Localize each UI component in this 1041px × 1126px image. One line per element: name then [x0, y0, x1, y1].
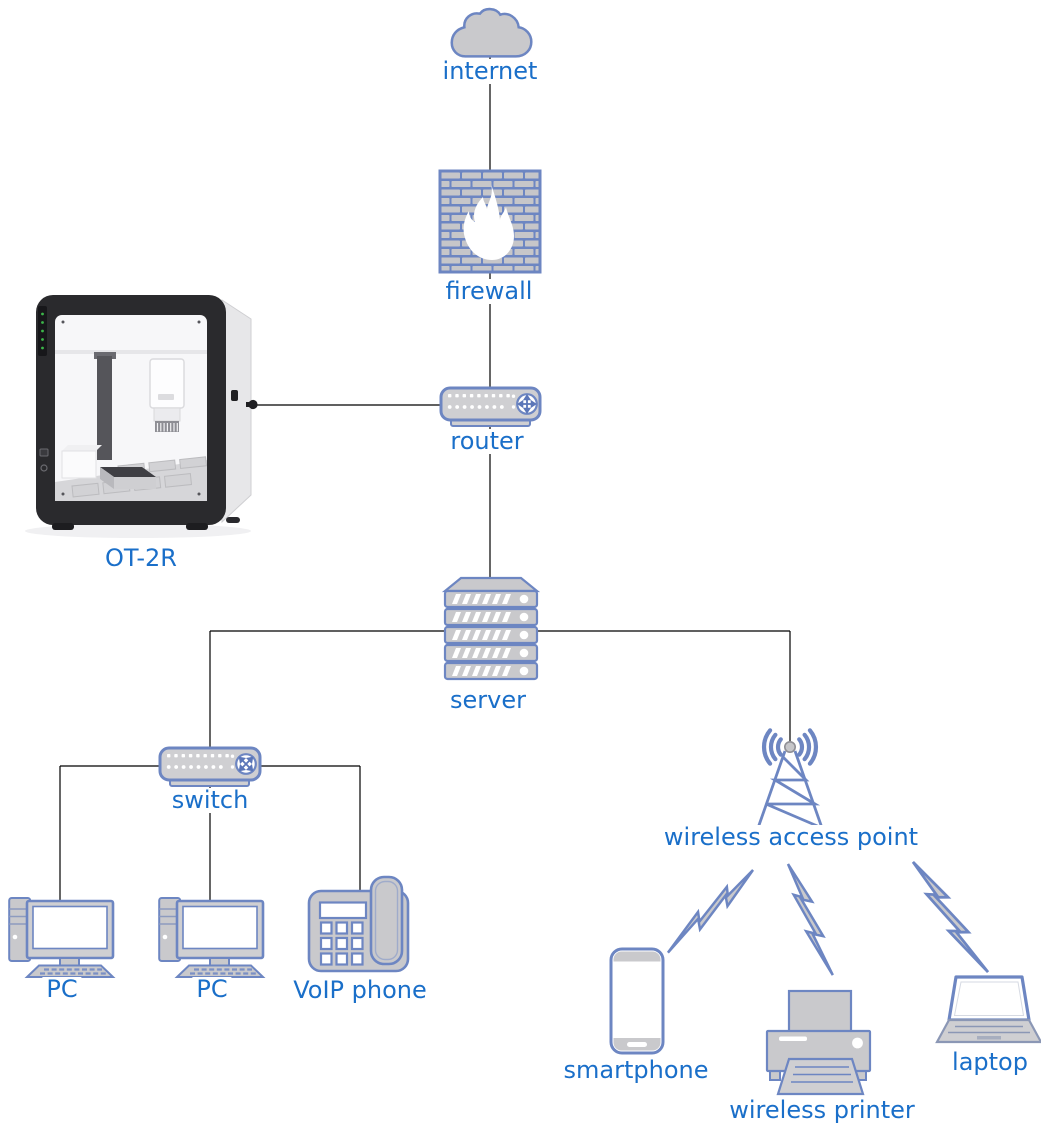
switch-icon [158, 746, 262, 787]
phone-display [318, 901, 368, 920]
internet-cloud-icon [450, 7, 533, 58]
radio-waves-icon [762, 728, 818, 766]
paper-feed [787, 989, 853, 1035]
smartphone-icon [609, 947, 665, 1055]
lightning-bolt-icon [650, 868, 771, 954]
wireless-access-point-icon [756, 728, 824, 830]
label-laptop: laptop [948, 1049, 1032, 1076]
label-router: router [446, 428, 528, 455]
pipette-icon [149, 358, 185, 432]
label-wap: wireless access point [659, 824, 923, 851]
label-firewall: firewall [441, 278, 537, 305]
label-server: server [446, 687, 530, 714]
lightning-bolt-icon [786, 859, 835, 980]
server-icon [441, 576, 541, 681]
lightning-bolt-icon [911, 849, 990, 986]
laptop-icon [935, 975, 1041, 1044]
router-icon [439, 386, 542, 427]
ethernet-port-icon [39, 448, 49, 457]
keypad [319, 921, 364, 966]
pc-icon [7, 896, 115, 979]
handset-icon [369, 875, 404, 966]
gantry-rail [94, 352, 116, 359]
gantry-column [97, 356, 112, 460]
label-printer: wireless printer [725, 1097, 919, 1124]
label-voip: VoIP phone [289, 977, 431, 1004]
pc-icon [157, 896, 265, 979]
label-smartphone: smartphone [559, 1057, 713, 1084]
laptop-base [935, 1018, 1041, 1044]
cable-connector [248, 399, 258, 410]
antenna-tower [756, 750, 824, 830]
label-internet: internet [438, 58, 542, 85]
home-button-icon [627, 1042, 647, 1047]
switch-arrows-icon [238, 756, 254, 772]
voip-phone-icon [307, 875, 410, 973]
router-arrows-icon [517, 394, 537, 414]
wireless-printer-icon [765, 989, 872, 1096]
label-pc2: PC [192, 976, 232, 1003]
flame-icon [463, 184, 514, 260]
label-switch: switch [167, 787, 253, 814]
output-tray [776, 1057, 865, 1096]
firewall-icon [438, 169, 542, 274]
ot2r-device-image [25, 295, 258, 538]
status-led-strip [38, 306, 47, 356]
label-ot2r: OT-2R [101, 545, 181, 572]
label-pc1: PC [42, 976, 82, 1003]
